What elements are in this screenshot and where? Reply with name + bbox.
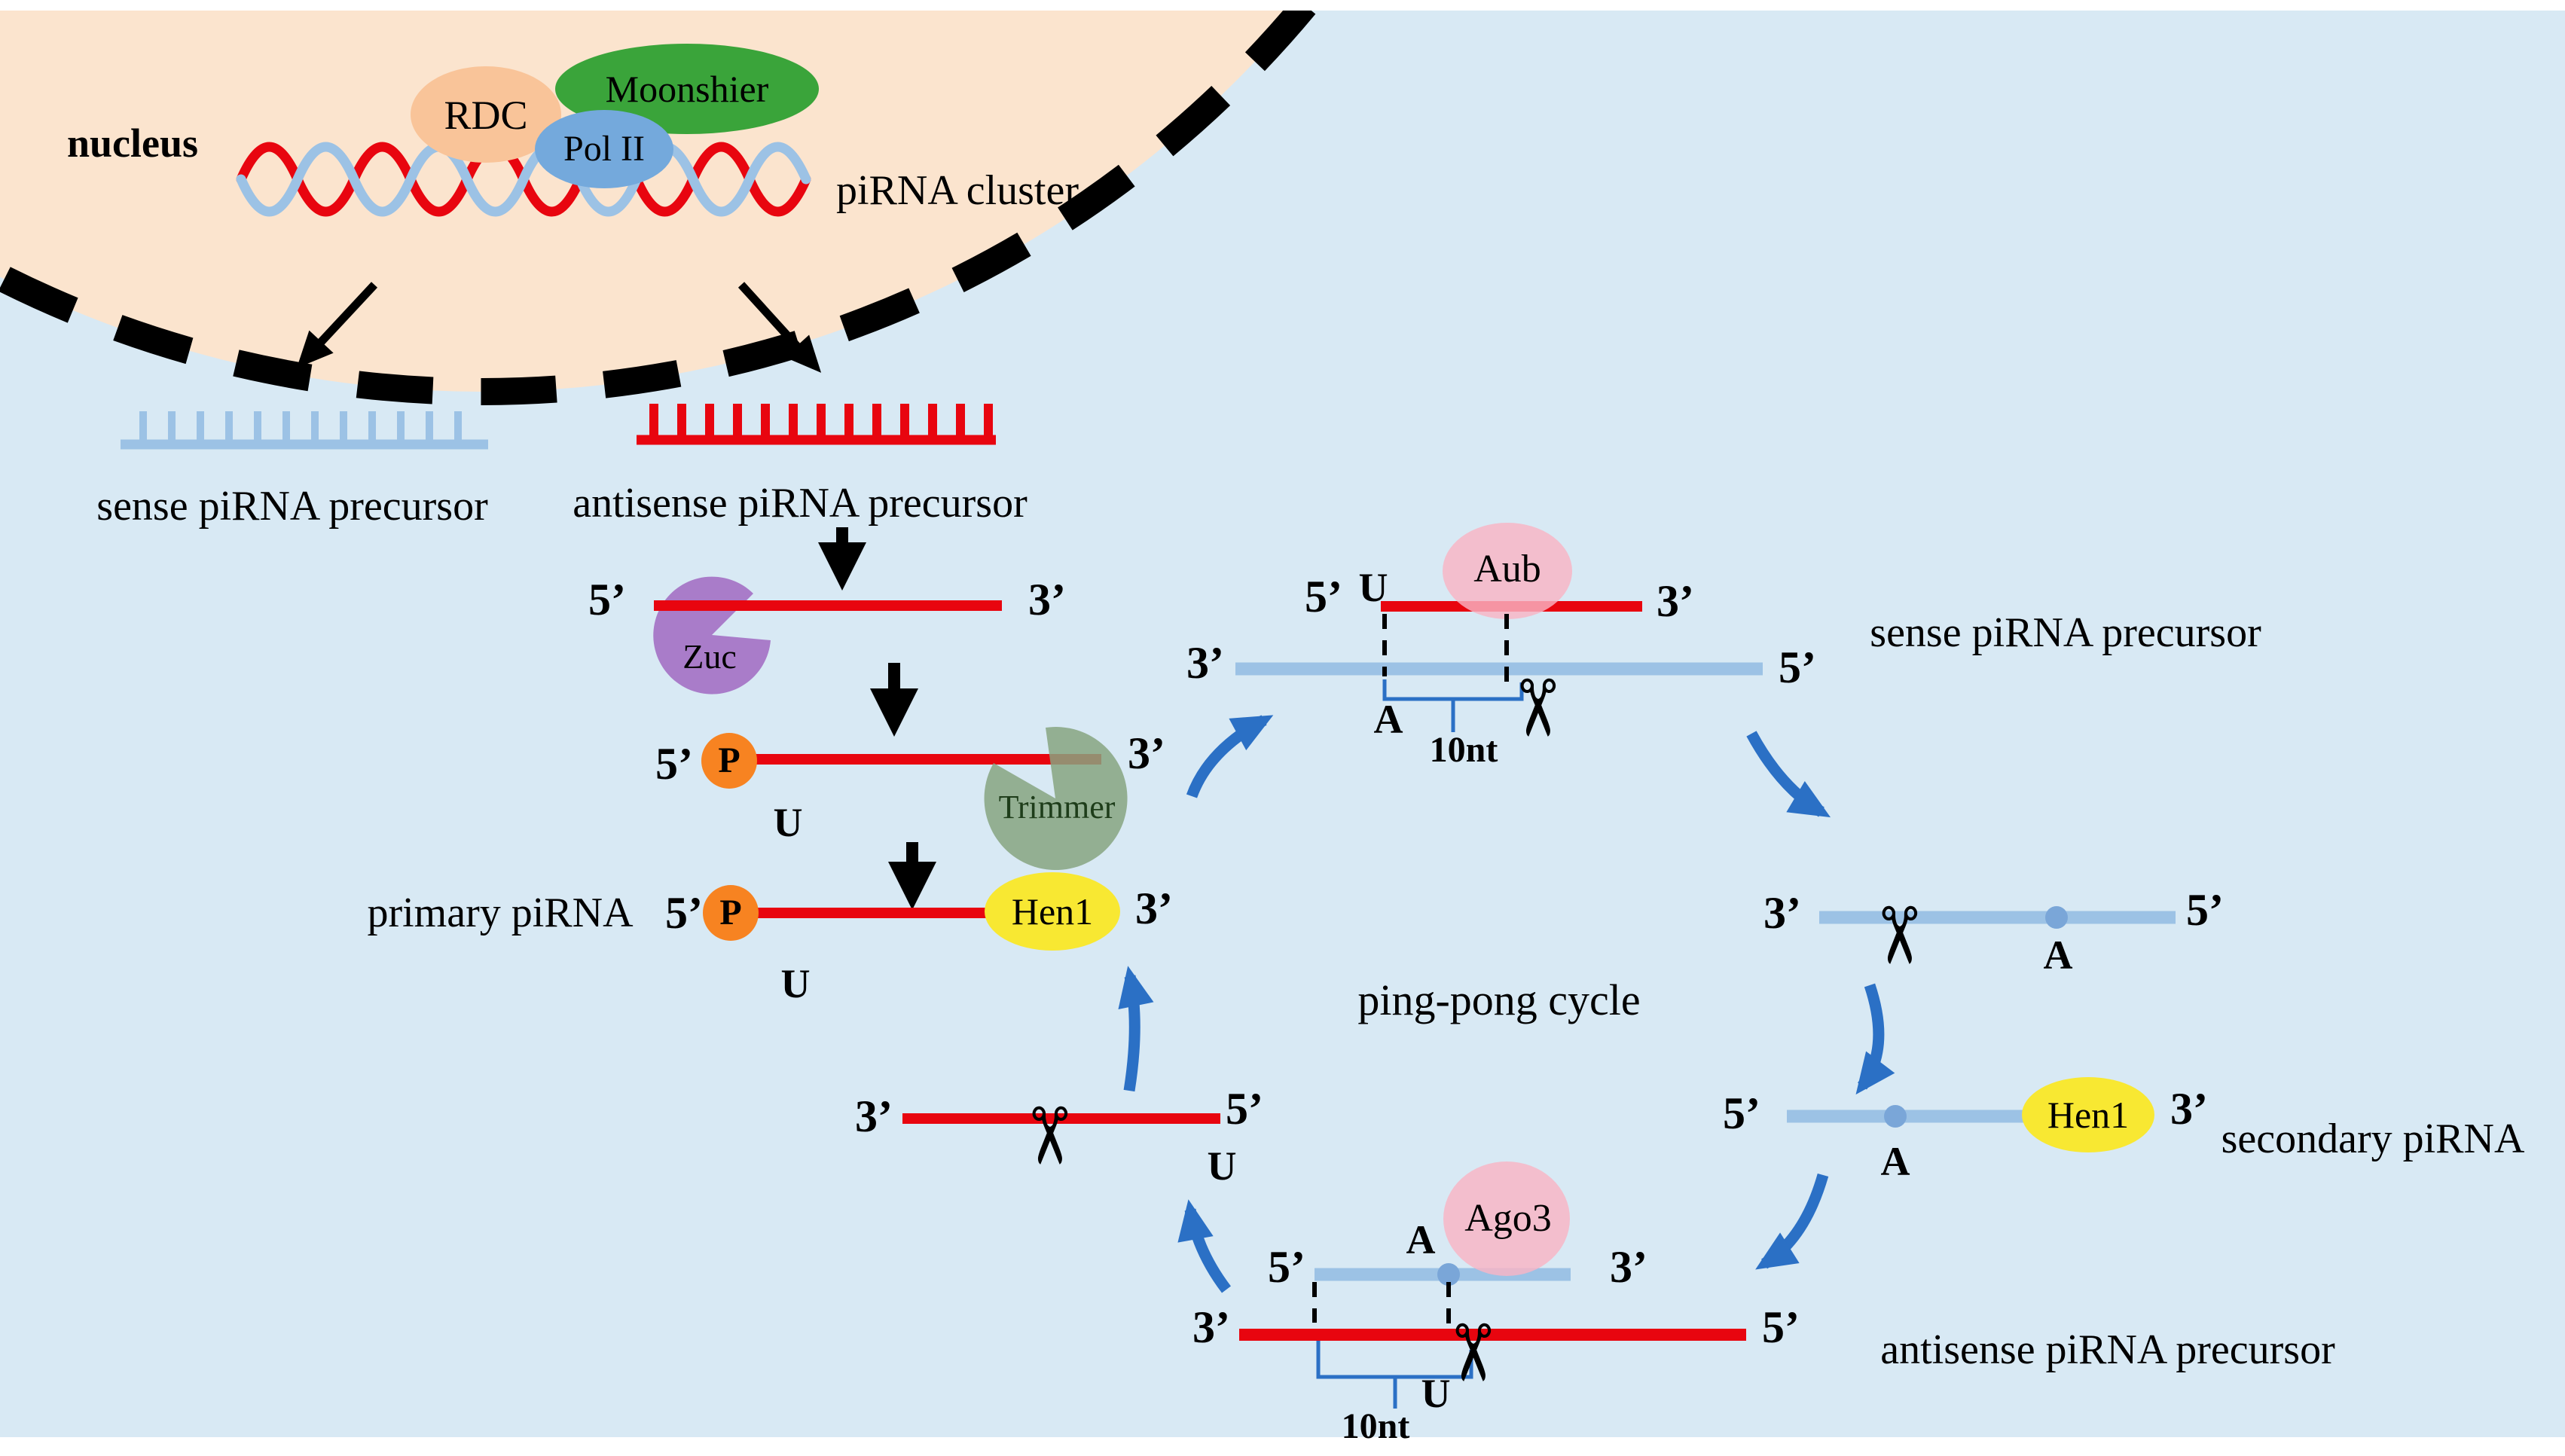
cycle-arrow-to-primary [1118,966,1154,1092]
ago3-10nt-bracket [1316,1341,1473,1409]
five-prime-label: 5’ [655,739,693,789]
moonshier-label: Moonshier [605,68,769,110]
phosphate-circle-2 [703,885,759,941]
three-prime-label: 3’ [1186,638,1224,688]
pol2-complex [535,110,673,188]
nucleus-region [0,0,1309,392]
three-prime-label: 3’ [2170,1084,2208,1134]
primary-pirna-label: primary piRNA [367,890,634,936]
three-prime-label: 3’ [1192,1302,1230,1352]
u-base-label: U [1207,1143,1237,1189]
export-arrow-antisense [737,282,822,373]
sense-precursor-label: sense piRNA precursor [96,483,488,530]
nuclear-envelope [0,0,1327,405]
three-prime-label: 3’ [1028,575,1066,624]
rdc-label: RDC [444,93,528,138]
dna-wave-blue [236,142,811,217]
three-prime-label: 3’ [1128,728,1165,778]
antisense-comb-teeth [649,404,993,438]
three-prime-label: 3’ [1610,1242,1647,1292]
pol2-label: Pol II [563,129,645,169]
phosphate-circle-1 [701,733,757,789]
hen1-label: Hen1 [2047,1094,2130,1136]
five-prime-label: 5’ [2186,885,2224,935]
pirna-cluster-label: piRNA cluster [836,167,1079,214]
cycle-arrow-to-ago3 [1755,1173,1829,1270]
export-arrow-sense [296,282,378,368]
zuc-label: Zuc [682,637,737,676]
antisense-precursor-label: antisense piRNA precursor [573,480,1028,527]
cycle-arrow-to-secondary [1855,983,1895,1095]
phosphate-label: P [718,740,740,780]
ago3-label: Ago3 [1464,1197,1552,1240]
aub-label: Aub [1473,548,1541,591]
u-base-label: U [1421,1371,1451,1416]
five-prime-label: 5’ [665,888,703,938]
trimmer-enzyme-shape [984,727,1128,871]
aub-protein-shape [1443,523,1572,619]
a-base-label: A [1880,1139,1910,1184]
phosphate-label: P [719,893,742,933]
three-prime-label: 3’ [855,1091,893,1141]
five-prime-label: 5’ [1762,1302,1800,1352]
five-prime-label: 5’ [1779,643,1816,692]
ping-pong-cycle-label: ping-pong cycle [1357,975,1641,1024]
secondary-pirna-label: secondary piRNA [2221,1116,2525,1162]
ten-nt-label: 10nt [1341,1406,1410,1446]
sense-precursor-label-right: sense piRNA precursor [1870,609,2261,656]
three-prime-label: 3’ [1135,884,1173,933]
five-prime-label: 5’ [1268,1242,1305,1292]
a-base-label: A [1373,697,1403,742]
a-base-label: A [2043,933,2073,978]
top-margin [0,0,2565,11]
u-base-label: U [1358,565,1388,610]
aub-pairing-dashes [1382,614,1509,687]
ago3-protein-shape [1443,1161,1570,1276]
scissors-icon: ✂ [1852,902,1944,969]
ten-nt-label: 10nt [1429,730,1498,770]
trimmer-label: Trimmer [998,789,1116,826]
cycle-arrow-from-aub [1746,731,1831,818]
u-base-label: U [780,961,811,1006]
scissors-icon: ✂ [1003,1103,1095,1169]
cycle-arrow-to-aub [1186,715,1274,798]
a-base-label: A [1406,1217,1436,1262]
aub-10nt-bracket [1382,679,1524,732]
cycle-arrow-from-ago3 [1177,1199,1231,1293]
hen1-label: Hen1 [1011,890,1094,933]
a-site-dot-2 [1884,1105,1907,1128]
five-prime-label: 5’ [1226,1084,1263,1134]
rdc-complex [411,66,561,163]
hen1-enzyme-shape-2 [2022,1077,2154,1152]
antisense-precursor-label-bottom: antisense piRNA precursor [1880,1326,2335,1373]
scissors-icon: ✂ [1491,675,1583,741]
a-site-dot-1 [2045,906,2068,929]
five-prime-label: 5’ [588,575,626,624]
five-prime-label: 5’ [1723,1088,1760,1138]
a-site-dot-3 [1437,1263,1460,1286]
three-prime-label: 3’ [1657,576,1694,626]
ago3-pairing-dashes [1312,1282,1451,1326]
nucleus-label: nucleus [66,121,199,166]
five-prime-label: 5’ [1305,572,1342,621]
u-base-label: U [773,800,803,845]
hen1-enzyme-shape-1 [985,872,1120,951]
three-prime-label: 3’ [1763,888,1801,938]
sense-comb-teeth [139,411,462,443]
bottom-margin [0,1437,2565,1456]
